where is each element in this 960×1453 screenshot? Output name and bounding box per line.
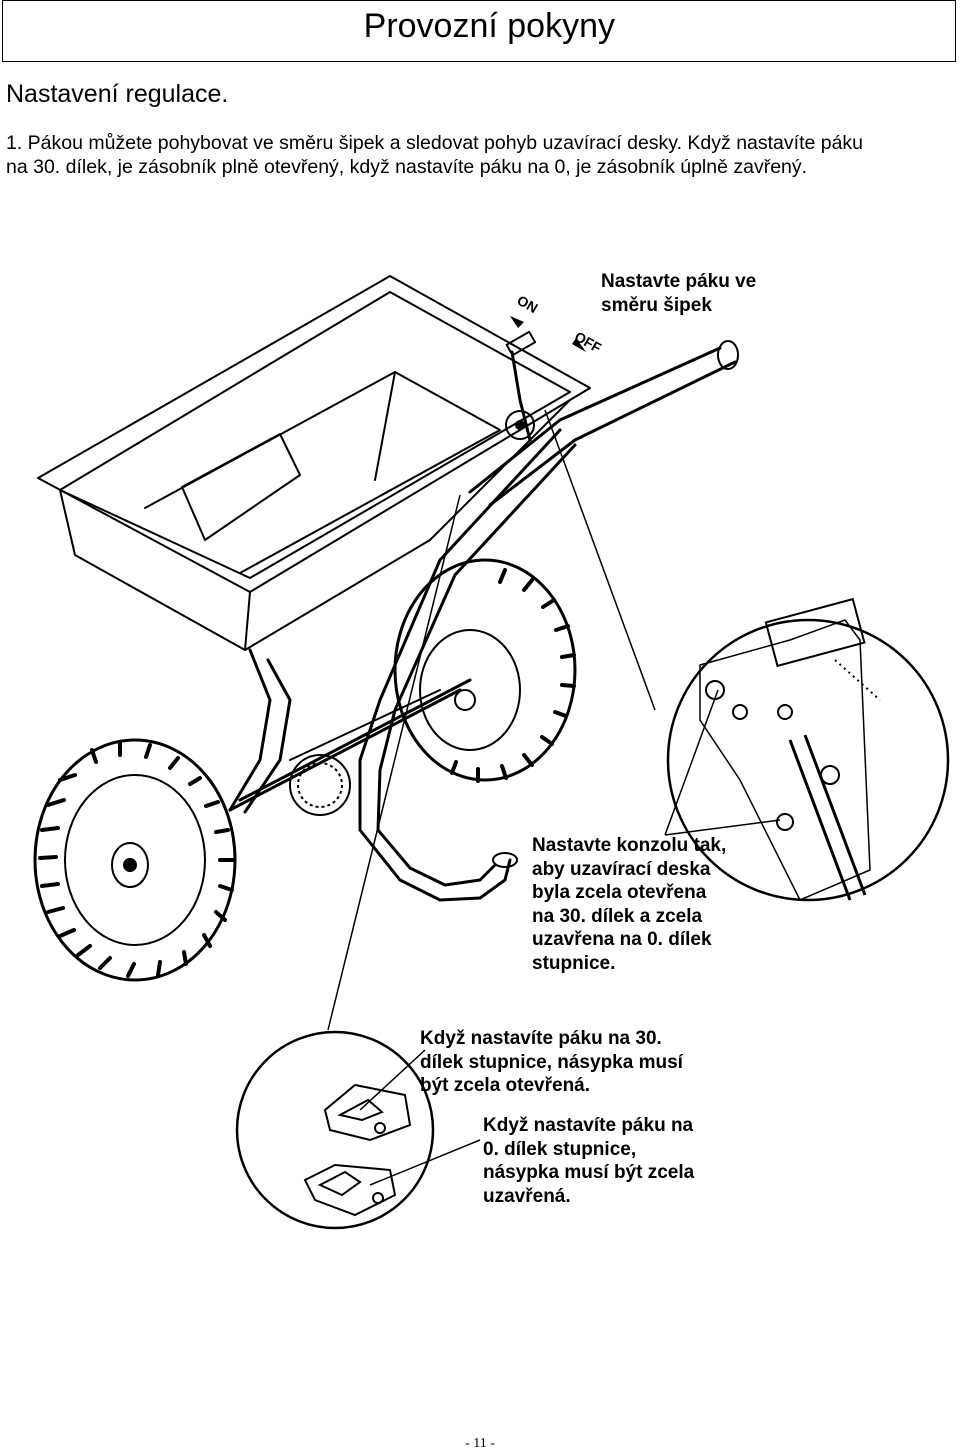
spreader-illustration [33, 275, 950, 1230]
gate-detail-circle [235, 1030, 435, 1230]
page-number: - 11 - [465, 1436, 495, 1451]
instruction-paragraph: 1. Pákou můžete pohybovat ve směru šipek… [6, 131, 956, 179]
header-box: Provozní pokyny [2, 0, 956, 62]
instruction-line-2: na 30. dílek, je zásobník plně otevřený,… [6, 156, 808, 178]
callout-open-line-2: dílek stupnice, násypka musí [420, 1051, 683, 1073]
callout-open: Když nastavíte páku na 30. dílek stupnic… [420, 1027, 683, 1098]
page-title: Provozní pokyny [363, 7, 615, 45]
callout-bracket-line-3: byla zcela otevřena [532, 882, 707, 903]
callout-bracket-line-2: aby uzavírací deska [532, 858, 711, 880]
callout-closed-line-1: Když nastavíte páku na [483, 1115, 694, 1136]
callout-bracket-line-4: na 30. dílek a zcela [532, 905, 703, 927]
callout-bracket-line-5: uzavřena na 0. dílek [532, 929, 712, 950]
callout-lever: Nastavte páku ve směru šipek [601, 270, 756, 317]
callout-bracket-line-6: stupnice. [532, 952, 616, 974]
callout-bracket: Nastavte konzolu tak, aby uzavírací desk… [532, 834, 726, 975]
callout-open-line-1: Když nastavíte páku na 30. [420, 1028, 662, 1049]
callout-bracket-line-1: Nastavte konzolu tak, [532, 835, 727, 856]
callout-lever-line-1: Nastavte páku ve [601, 271, 757, 292]
callout-closed-line-4: uzavřená. [483, 1185, 571, 1207]
callout-lever-line-2: směru šipek [601, 294, 712, 316]
callout-closed-line-3: násypka musí být zcela [483, 1162, 695, 1183]
right-wheel [393, 558, 577, 782]
callout-closed: Když nastavíte páku na 0. dílek stupnice… [483, 1114, 694, 1208]
hopper-rim [37, 275, 591, 593]
bracket-detail-circle [666, 618, 950, 902]
section-title: Nastavení regulace. [6, 80, 229, 108]
callout-open-line-3: být zcela otevřená. [420, 1075, 591, 1096]
instruction-line-1: 1. Pákou můžete pohybovat ve směru šipek… [6, 132, 864, 154]
callout-closed-line-2: 0. dílek stupnice, [483, 1138, 637, 1160]
